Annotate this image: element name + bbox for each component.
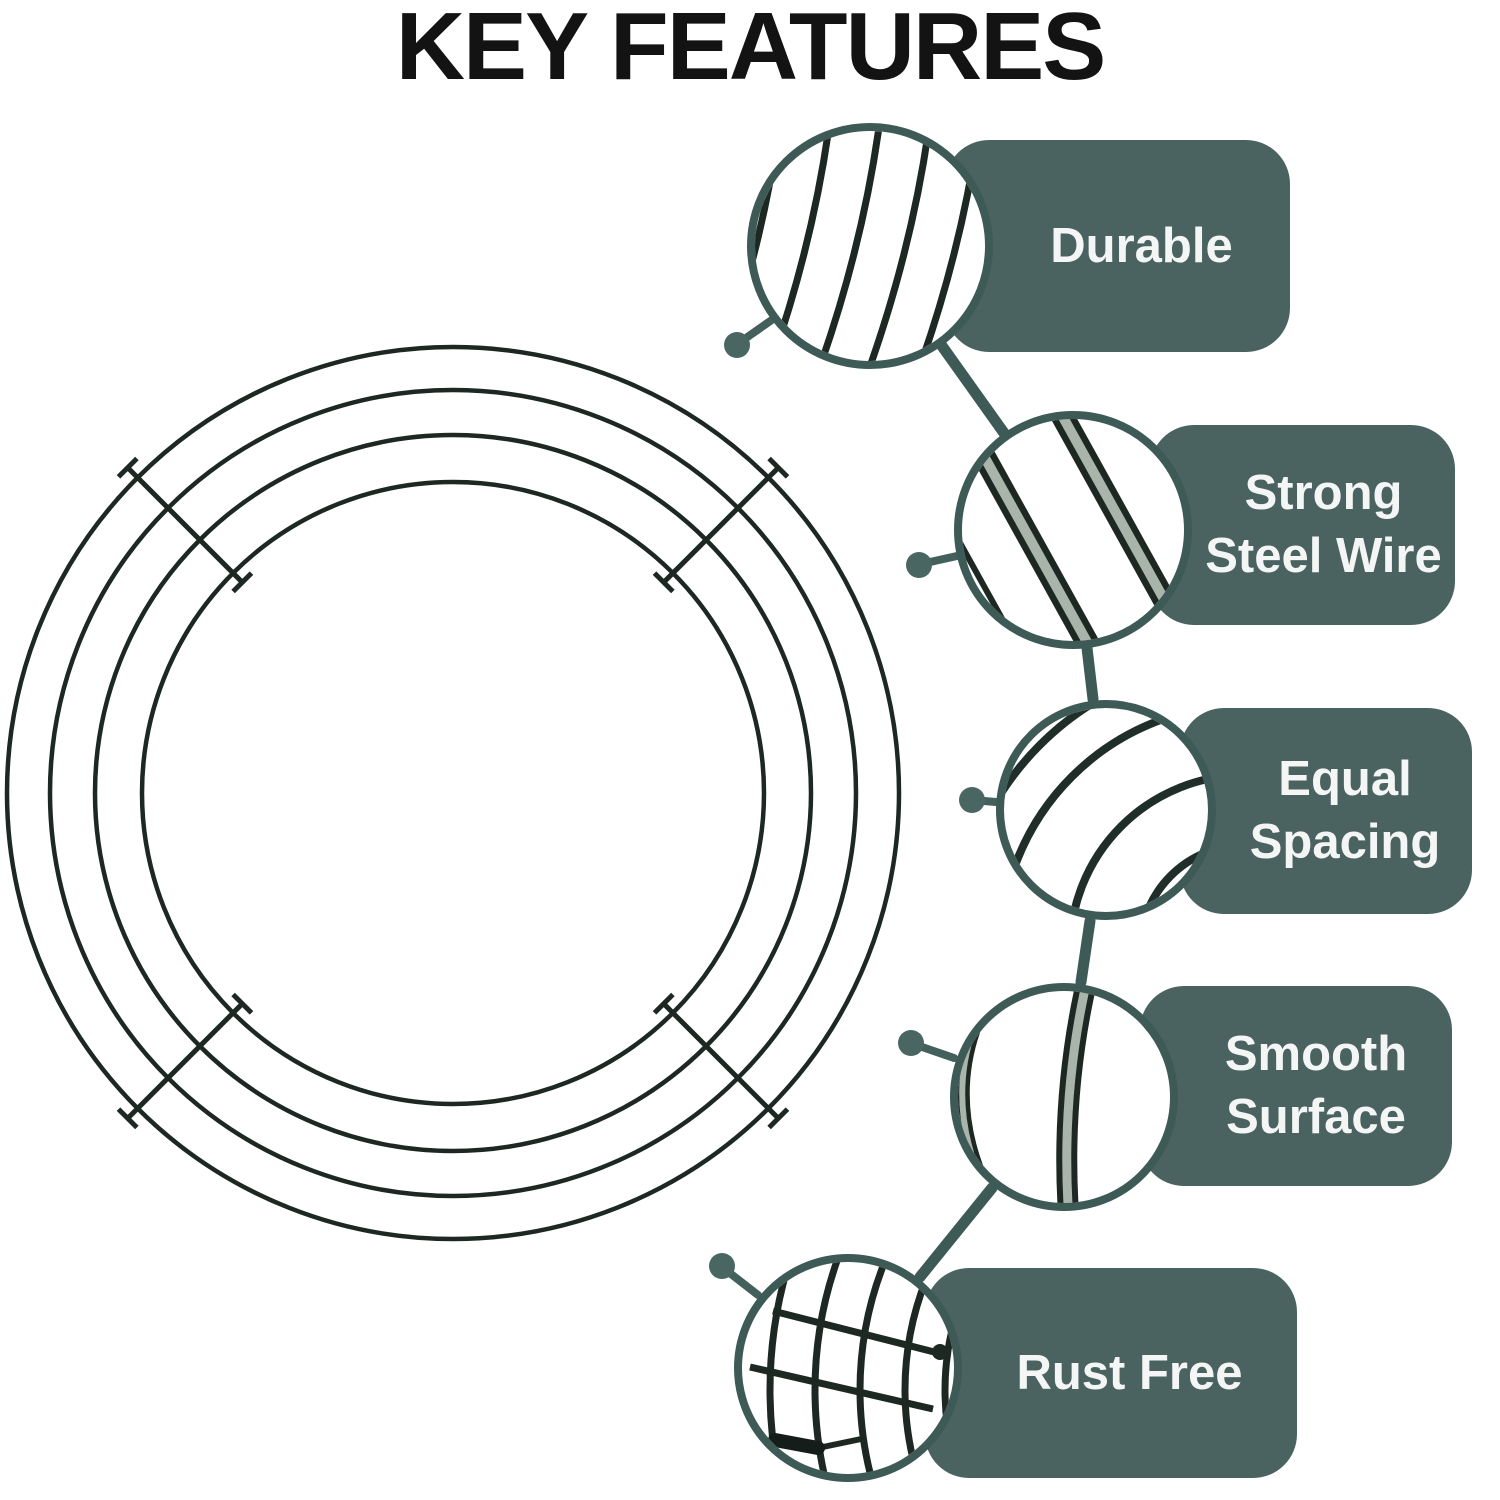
leader-dot-steel-wire — [906, 552, 932, 578]
wreath-ring-2 — [47, 387, 859, 1199]
detail-circle-equal-spacing — [996, 700, 1216, 920]
wreath-crossbars — [116, 456, 790, 1130]
wreath-ring-inner — [139, 479, 767, 1107]
wire-closeup-thick-steel-icon — [962, 419, 1184, 641]
wire-closeup-clip-joint-icon — [749, 1262, 954, 1474]
badge-label-rust-free: Rust Free — [1016, 1345, 1243, 1400]
wreath-ring-3 — [92, 432, 814, 1154]
badge-equal-spacing — [1180, 708, 1472, 914]
badge-smooth-surface — [1140, 986, 1452, 1186]
page-title: KEY FEATURES — [395, 0, 1107, 100]
badge-label-durable: Durable — [1050, 218, 1233, 273]
leader-dot-rust-free — [709, 1253, 735, 1279]
leader-dot-durable — [724, 332, 750, 358]
leader-dot-equal-spacing — [959, 787, 985, 813]
badge-label-smooth-surface: Smooth Surface — [1224, 1027, 1408, 1144]
badge-label-strong-steel-wire: Strong Steel Wire — [1205, 466, 1442, 583]
detail-circle-steel-wire — [954, 411, 1192, 649]
leader-pins — [709, 313, 1000, 1299]
detail-circle-durable — [747, 123, 993, 369]
leader-dot-smooth — [898, 1030, 924, 1056]
badge-durable — [945, 140, 1290, 352]
feature-badges — [925, 140, 1472, 1478]
wreath-ring-outer — [4, 344, 902, 1242]
circle-connectors — [914, 340, 1099, 1283]
wreath-frame-illustration — [4, 344, 902, 1242]
badge-strong-steel-wire — [1150, 425, 1455, 625]
badge-label-equal-spacing: Equal Spacing — [1249, 752, 1441, 869]
badge-rust-free — [925, 1268, 1297, 1478]
